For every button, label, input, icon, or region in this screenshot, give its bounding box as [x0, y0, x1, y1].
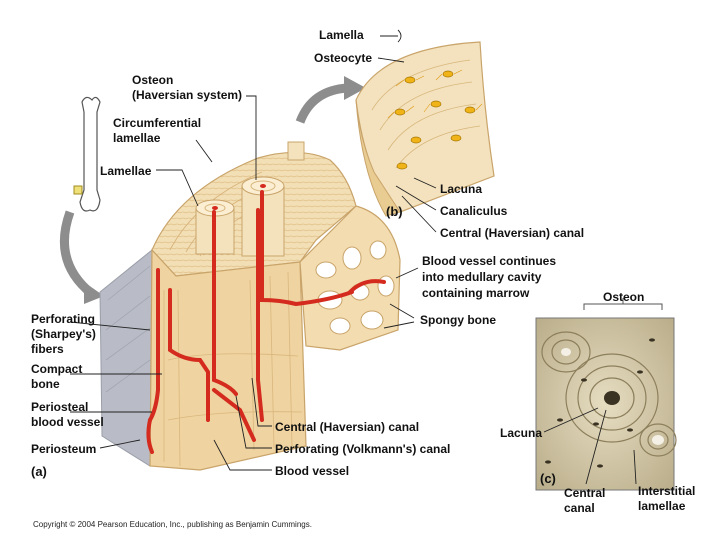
label-lamellae: Lamellae: [100, 164, 152, 178]
extracted-lamella-block: [287, 141, 305, 161]
label-circumferential-line2: lamellae: [113, 131, 161, 145]
label-canaliculus: Canaliculus: [440, 204, 508, 218]
leader-lines: [69, 29, 637, 485]
label-perforating-fibers-line3: fibers: [31, 342, 64, 356]
label-periosteum: Periosteum: [31, 442, 97, 456]
label-central-canal-c-line2: canal: [564, 501, 595, 515]
compact-bone-front-face: [149, 248, 307, 471]
label-periosteal-vessel-line2: blood vessel: [31, 415, 104, 429]
label-osteon-line1: Osteon: [132, 73, 174, 87]
label-vessel-continues-line2: into medullary cavity: [422, 270, 542, 284]
label-central-canal-a: Central (Haversian) canal: [275, 420, 420, 434]
label-spongy-bone: Spongy bone: [420, 313, 496, 327]
label-central-canal-b: Central (Haversian) canal: [440, 226, 585, 240]
panel-label-c: (c): [540, 471, 556, 486]
label-osteocyte: Osteocyte: [314, 51, 373, 65]
blood-vessels: [146, 190, 386, 454]
label-periosteal-vessel-line1: Periosteal: [31, 400, 89, 414]
curved-arrow-top: [295, 76, 366, 124]
label-osteon-c: Osteon: [603, 290, 645, 304]
label-blood-vessel: Blood vessel: [275, 464, 350, 478]
label-compact-bone-line1: Compact: [31, 362, 83, 376]
label-interstitial-line2: lamellae: [638, 499, 686, 513]
label-lamella: Lamella: [319, 28, 364, 42]
label-osteon-line2: (Haversian system): [132, 88, 243, 102]
label-circumferential-line1: Circumferential: [113, 116, 202, 130]
label-central-canal-c-line1: Central: [564, 486, 606, 500]
label-lacuna-b: Lacuna: [440, 182, 483, 196]
periosteum-layer: [99, 248, 153, 467]
label-perforating-fibers-line2: (Sharpey's): [31, 327, 96, 341]
label-compact-bone-line2: bone: [31, 377, 60, 391]
label-lacuna-c: Lacuna: [500, 426, 543, 440]
label-perforating-canal: Perforating (Volkmann's) canal: [275, 442, 451, 456]
inset-c-micrograph: [535, 298, 677, 491]
curved-arrow-left: [59, 210, 104, 304]
long-bone-icon: [73, 96, 101, 212]
panel-label-a: (a): [31, 464, 47, 479]
label-interstitial-line1: Interstitial: [638, 484, 696, 498]
label-vessel-continues-line3: containing marrow: [422, 286, 530, 300]
panel-label-b: (b): [386, 204, 403, 219]
label-vessel-continues-line1: Blood vessel continues: [422, 254, 557, 268]
label-perforating-fibers-line1: Perforating: [31, 312, 96, 326]
inset-b-osteon-detail: [355, 41, 495, 217]
copyright-notice: Copyright © 2004 Pearson Education, Inc.…: [33, 520, 312, 529]
